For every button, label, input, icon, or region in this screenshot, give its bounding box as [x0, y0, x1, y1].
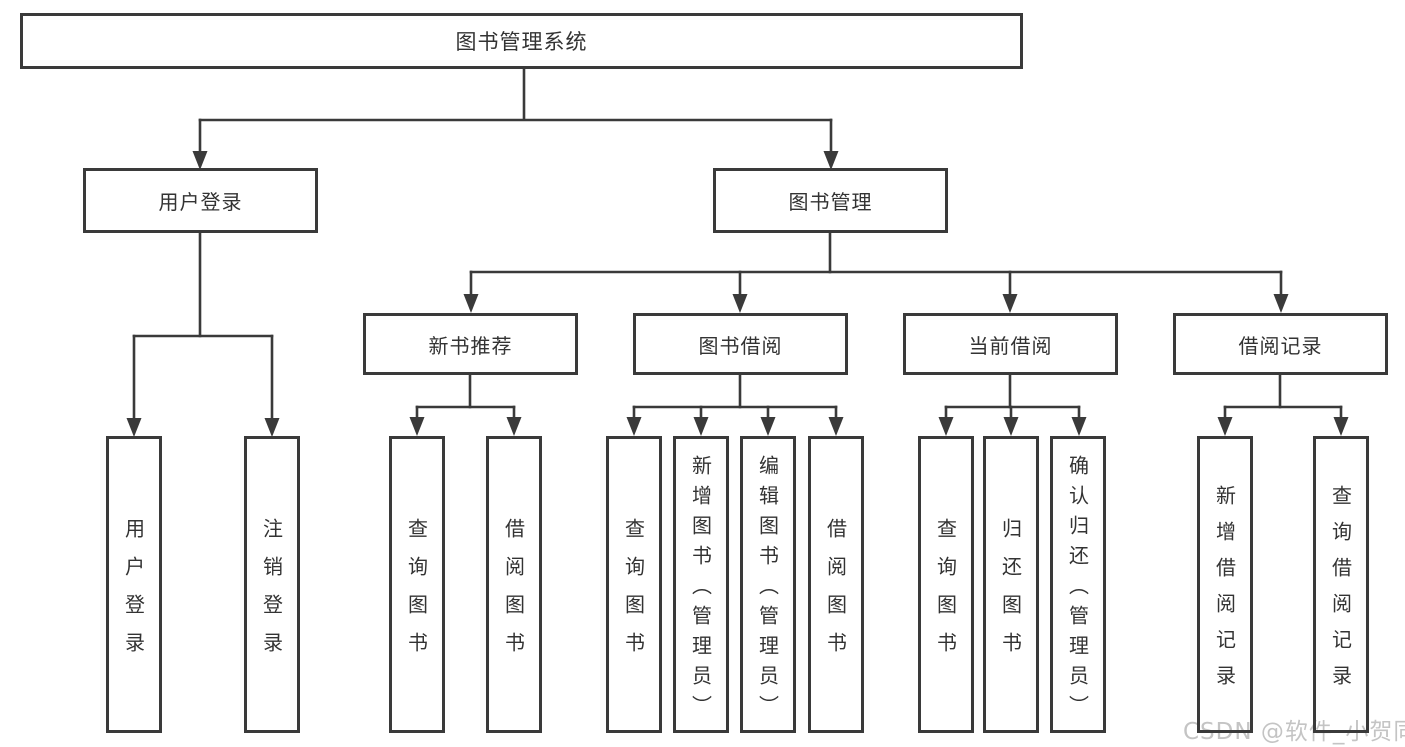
node-new-book-recommend-label: 新书推荐 — [428, 333, 513, 358]
watermark: CSDN @软件_小贺同学 — [1183, 719, 1405, 745]
leaf-add-borrow-record-label: 新增借阅记录 — [1212, 484, 1237, 701]
node-current-borrow-label: 当前借阅 — [968, 333, 1053, 358]
leaf-add-books-admin-label: 新增图书（管理员） — [688, 454, 713, 725]
leaf-borrow-query-books-label: 查询图书 — [621, 517, 646, 670]
leaf-add-borrow-record: 新增借阅记录 — [1197, 436, 1253, 733]
leaf-recommend-query-books-label: 查询图书 — [404, 517, 429, 670]
leaf-add-books-admin: 新增图书（管理员） — [673, 436, 729, 733]
node-book-borrow: 图书借阅 — [633, 313, 848, 375]
node-user-login: 用户登录 — [83, 168, 318, 233]
node-book-management-label: 图书管理 — [788, 190, 873, 214]
leaf-borrow-books-label: 借阅图书 — [823, 517, 848, 670]
leaf-logout-label: 注销登录 — [259, 517, 284, 670]
leaf-recommend-borrow-books-label: 借阅图书 — [501, 517, 526, 670]
leaf-recommend-borrow-books: 借阅图书 — [486, 436, 542, 733]
leaf-return-books-label: 归还图书 — [998, 517, 1023, 670]
leaf-query-borrow-record: 查询借阅记录 — [1313, 436, 1369, 733]
leaf-current-query-books: 查询图书 — [918, 436, 974, 733]
leaf-confirm-return-admin: 确认归还（管理员） — [1050, 436, 1106, 733]
leaf-borrow-books: 借阅图书 — [808, 436, 864, 733]
leaf-edit-books-admin-label: 编辑图书（管理员） — [755, 454, 780, 725]
leaf-recommend-query-books: 查询图书 — [389, 436, 445, 733]
node-root-label: 图书管理系统 — [455, 30, 588, 54]
leaf-edit-books-admin: 编辑图书（管理员） — [740, 436, 796, 733]
leaf-query-borrow-record-label: 查询借阅记录 — [1328, 484, 1353, 701]
leaf-current-query-books-label: 查询图书 — [933, 517, 958, 670]
node-book-management: 图书管理 — [713, 168, 948, 233]
leaf-user-login: 用户登录 — [106, 436, 162, 733]
leaf-borrow-query-books: 查询图书 — [606, 436, 662, 733]
leaf-return-books: 归还图书 — [983, 436, 1039, 733]
leaf-user-login-label: 用户登录 — [121, 517, 146, 670]
node-root: 图书管理系统 — [20, 13, 1023, 69]
leaf-logout: 注销登录 — [244, 436, 300, 733]
node-borrow-records: 借阅记录 — [1173, 313, 1388, 375]
node-borrow-records-label: 借阅记录 — [1238, 333, 1323, 358]
node-new-book-recommend: 新书推荐 — [363, 313, 578, 375]
node-current-borrow: 当前借阅 — [903, 313, 1118, 375]
leaf-confirm-return-admin-label: 确认归还（管理员） — [1065, 454, 1090, 725]
node-book-borrow-label: 图书借阅 — [698, 333, 783, 358]
node-user-login-label: 用户登录 — [158, 190, 243, 214]
